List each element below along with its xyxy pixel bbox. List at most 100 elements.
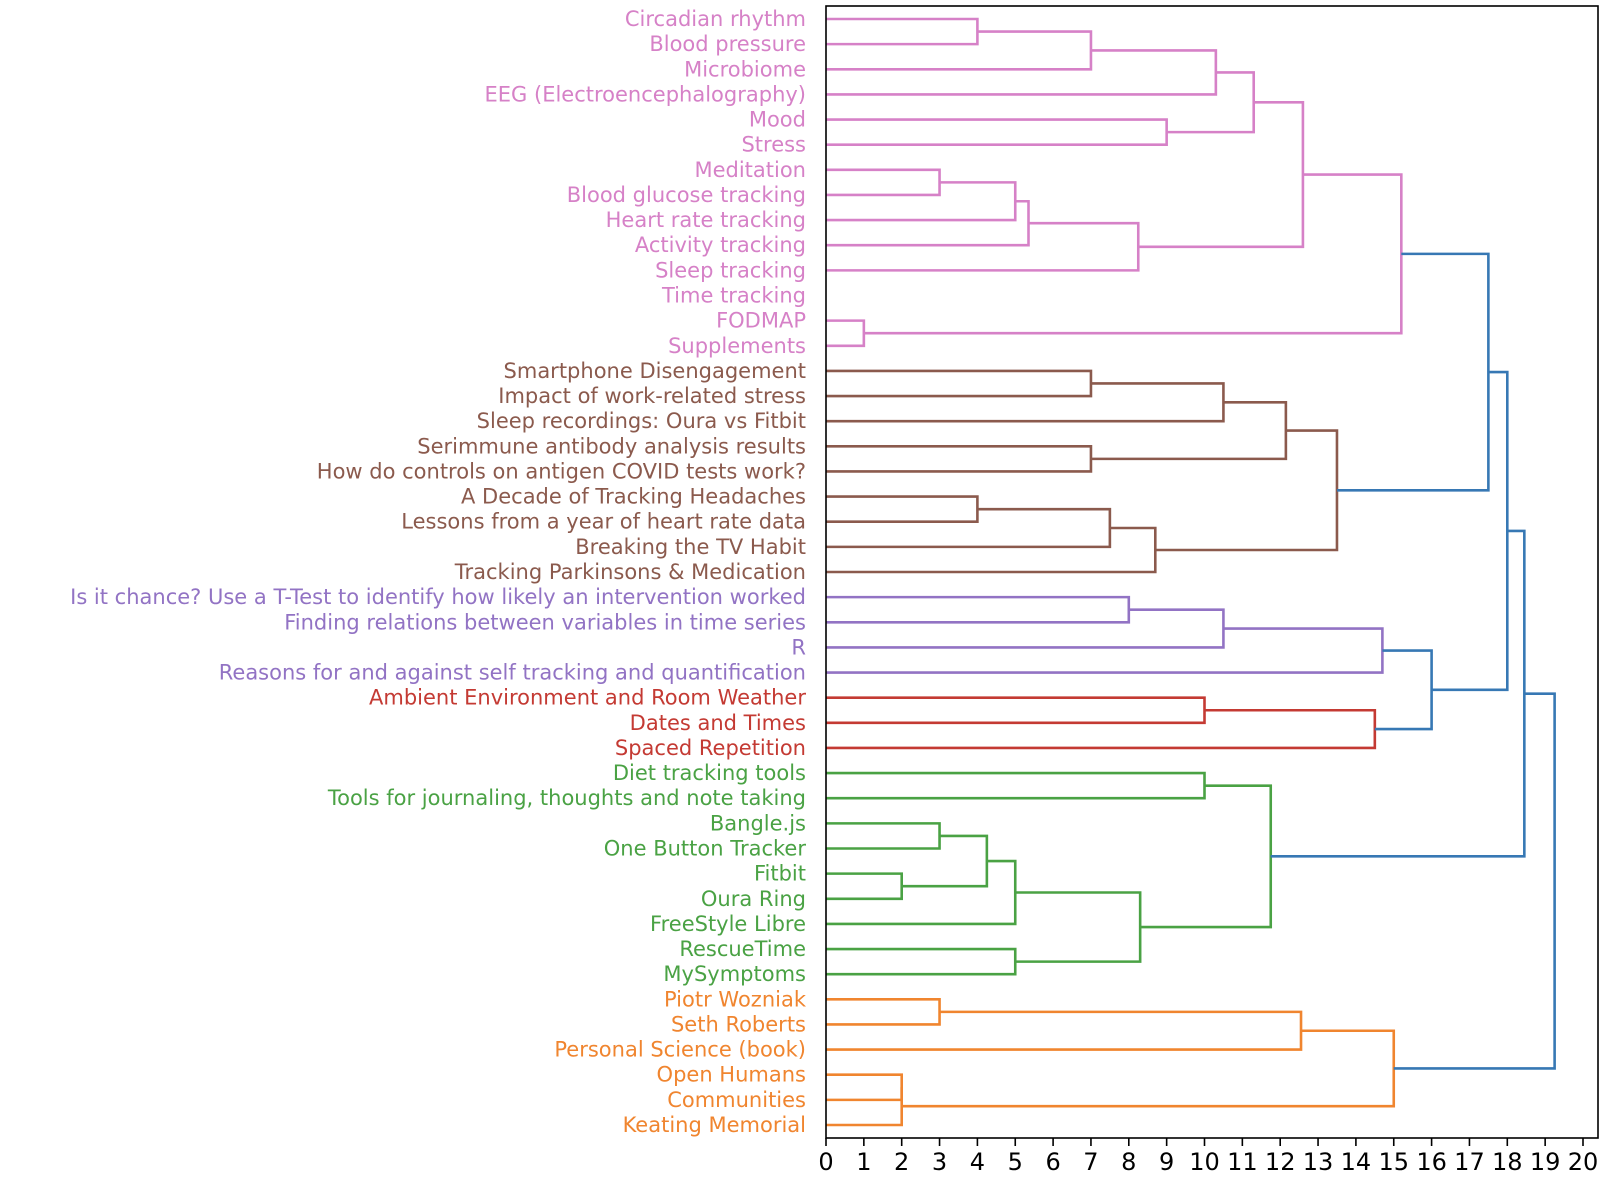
- leaf-label: Is it chance? Use a T-Test to identify h…: [70, 585, 806, 609]
- link-o2: [826, 1010, 1303, 1051]
- leaf-label: EEG (Electroencephalography): [485, 82, 806, 106]
- leaf-label: Personal Science (book): [554, 1038, 806, 1062]
- leaf-label: How do controls on antigen COVID tests w…: [317, 459, 806, 483]
- leaf-label: Microbiome: [684, 57, 806, 81]
- x-tick-label: 3: [932, 1148, 947, 1176]
- link-g2: [826, 822, 941, 850]
- leaf-label: Supplements: [668, 334, 806, 358]
- link-p11: [826, 319, 866, 348]
- leaf-label: Bangle.js: [710, 811, 806, 835]
- x-tick-label: 8: [1121, 1148, 1136, 1176]
- x-tick-label: 16: [1416, 1148, 1447, 1176]
- leaf-label: Time tracking: [661, 284, 806, 308]
- leaf-label: Dates and Times: [630, 711, 806, 735]
- link-r2: [826, 708, 1377, 750]
- x-tick-label: 11: [1227, 1148, 1258, 1176]
- leaf-label: Mood: [749, 108, 806, 132]
- link-t1: [1336, 252, 1490, 492]
- leaf-label: Heart rate tracking: [606, 208, 806, 232]
- link-o5: [901, 1029, 1396, 1108]
- x-tick-label: 6: [1045, 1148, 1060, 1176]
- leaf-label: Oura Ring: [701, 887, 806, 911]
- link-o3: [826, 1073, 903, 1102]
- x-tick-label: 4: [970, 1148, 985, 1176]
- leaf-label: Breaking the TV Habit: [575, 535, 806, 559]
- link-g8: [1140, 784, 1273, 929]
- link-g7: [1015, 891, 1142, 963]
- leaf-label: MySymptoms: [663, 962, 806, 986]
- leaf-label: Diet tracking tools: [613, 761, 806, 785]
- x-tick-label: 19: [1530, 1148, 1561, 1176]
- link-g4: [901, 834, 989, 888]
- leaf-label: Tracking Parkinsons & Medication: [454, 560, 806, 584]
- dendrogram-links: [826, 17, 1556, 1127]
- link-g1: [826, 771, 1206, 800]
- link-p3: [826, 49, 1218, 96]
- leaf-label: Seth Roberts: [671, 1012, 806, 1036]
- x-tick-label: 9: [1159, 1148, 1174, 1176]
- leaf-label: Stress: [741, 133, 806, 157]
- link-p8: [826, 199, 1030, 247]
- link-p4: [826, 118, 1168, 146]
- link-b4: [1090, 401, 1288, 461]
- leaf-label: Circadian rhythm: [625, 7, 806, 31]
- leaf-label: Piotr Wozniak: [664, 987, 807, 1011]
- leaf-label: Sleep tracking: [655, 258, 806, 282]
- link-o4: [826, 1087, 903, 1127]
- link-b6: [826, 507, 1112, 549]
- leaf-label: Communities: [667, 1088, 806, 1112]
- leaf-label: Ambient Environment and Room Weather: [369, 686, 806, 710]
- x-tick-label: 12: [1265, 1148, 1296, 1176]
- x-tick-label: 0: [818, 1148, 833, 1176]
- link-t4: [1270, 529, 1526, 858]
- leaf-label: Smartphone Disengagement: [504, 359, 806, 383]
- link-g3: [826, 872, 903, 901]
- leaf-label: Blood pressure: [649, 32, 806, 56]
- leaf-label: Impact of work-related stress: [498, 384, 806, 408]
- leaf-label: R: [791, 635, 806, 659]
- link-t5: [1393, 692, 1556, 1070]
- leaf-label: A Decade of Tracking Headaches: [461, 485, 806, 509]
- leaf-label: Open Humans: [657, 1063, 806, 1087]
- link-b7: [826, 526, 1157, 574]
- leaf-label: Finding relations between variables in t…: [284, 610, 806, 634]
- link-p6: [826, 168, 941, 197]
- x-tick-label: 20: [1568, 1148, 1599, 1176]
- link-p1: [826, 17, 979, 46]
- leaf-label: Keating Memorial: [623, 1113, 806, 1137]
- link-b8: [1155, 429, 1339, 552]
- leaf-label: Serimmune antibody analysis results: [417, 434, 806, 458]
- x-tick-label: 17: [1454, 1148, 1485, 1176]
- x-tick-label: 7: [1083, 1148, 1098, 1176]
- link-b5: [826, 495, 979, 524]
- link-r1: [826, 696, 1206, 725]
- leaf-label: Meditation: [694, 158, 806, 182]
- x-tick-label: 14: [1341, 1148, 1372, 1176]
- leaf-label: Blood glucose tracking: [567, 183, 806, 207]
- link-p5: [1166, 71, 1255, 134]
- link-o1: [826, 998, 941, 1026]
- link-t3: [1431, 370, 1509, 692]
- x-tick-label: 1: [856, 1148, 871, 1176]
- x-tick-label: 15: [1378, 1148, 1409, 1176]
- leaf-label: Sleep recordings: Oura vs Fitbit: [477, 409, 806, 433]
- x-tick-label: 13: [1303, 1148, 1334, 1176]
- x-tick-label: 10: [1189, 1148, 1220, 1176]
- leaf-label: Reasons for and against self tracking an…: [219, 661, 806, 685]
- link-p12: [863, 173, 1403, 335]
- leaf-label: Tools for journaling, thoughts and note …: [327, 786, 806, 810]
- link-g6: [826, 947, 1017, 976]
- link-b1: [826, 369, 1093, 398]
- link-p9: [826, 221, 1140, 272]
- leaf-label: One Button Tracker: [604, 837, 807, 861]
- link-u1: [826, 595, 1131, 624]
- link-b2: [826, 382, 1225, 423]
- x-tick-label: 2: [894, 1148, 909, 1176]
- link-p10: [1138, 100, 1305, 249]
- x-tick-label: 18: [1492, 1148, 1523, 1176]
- leaf-label: Lessons from a year of heart rate data: [401, 510, 806, 534]
